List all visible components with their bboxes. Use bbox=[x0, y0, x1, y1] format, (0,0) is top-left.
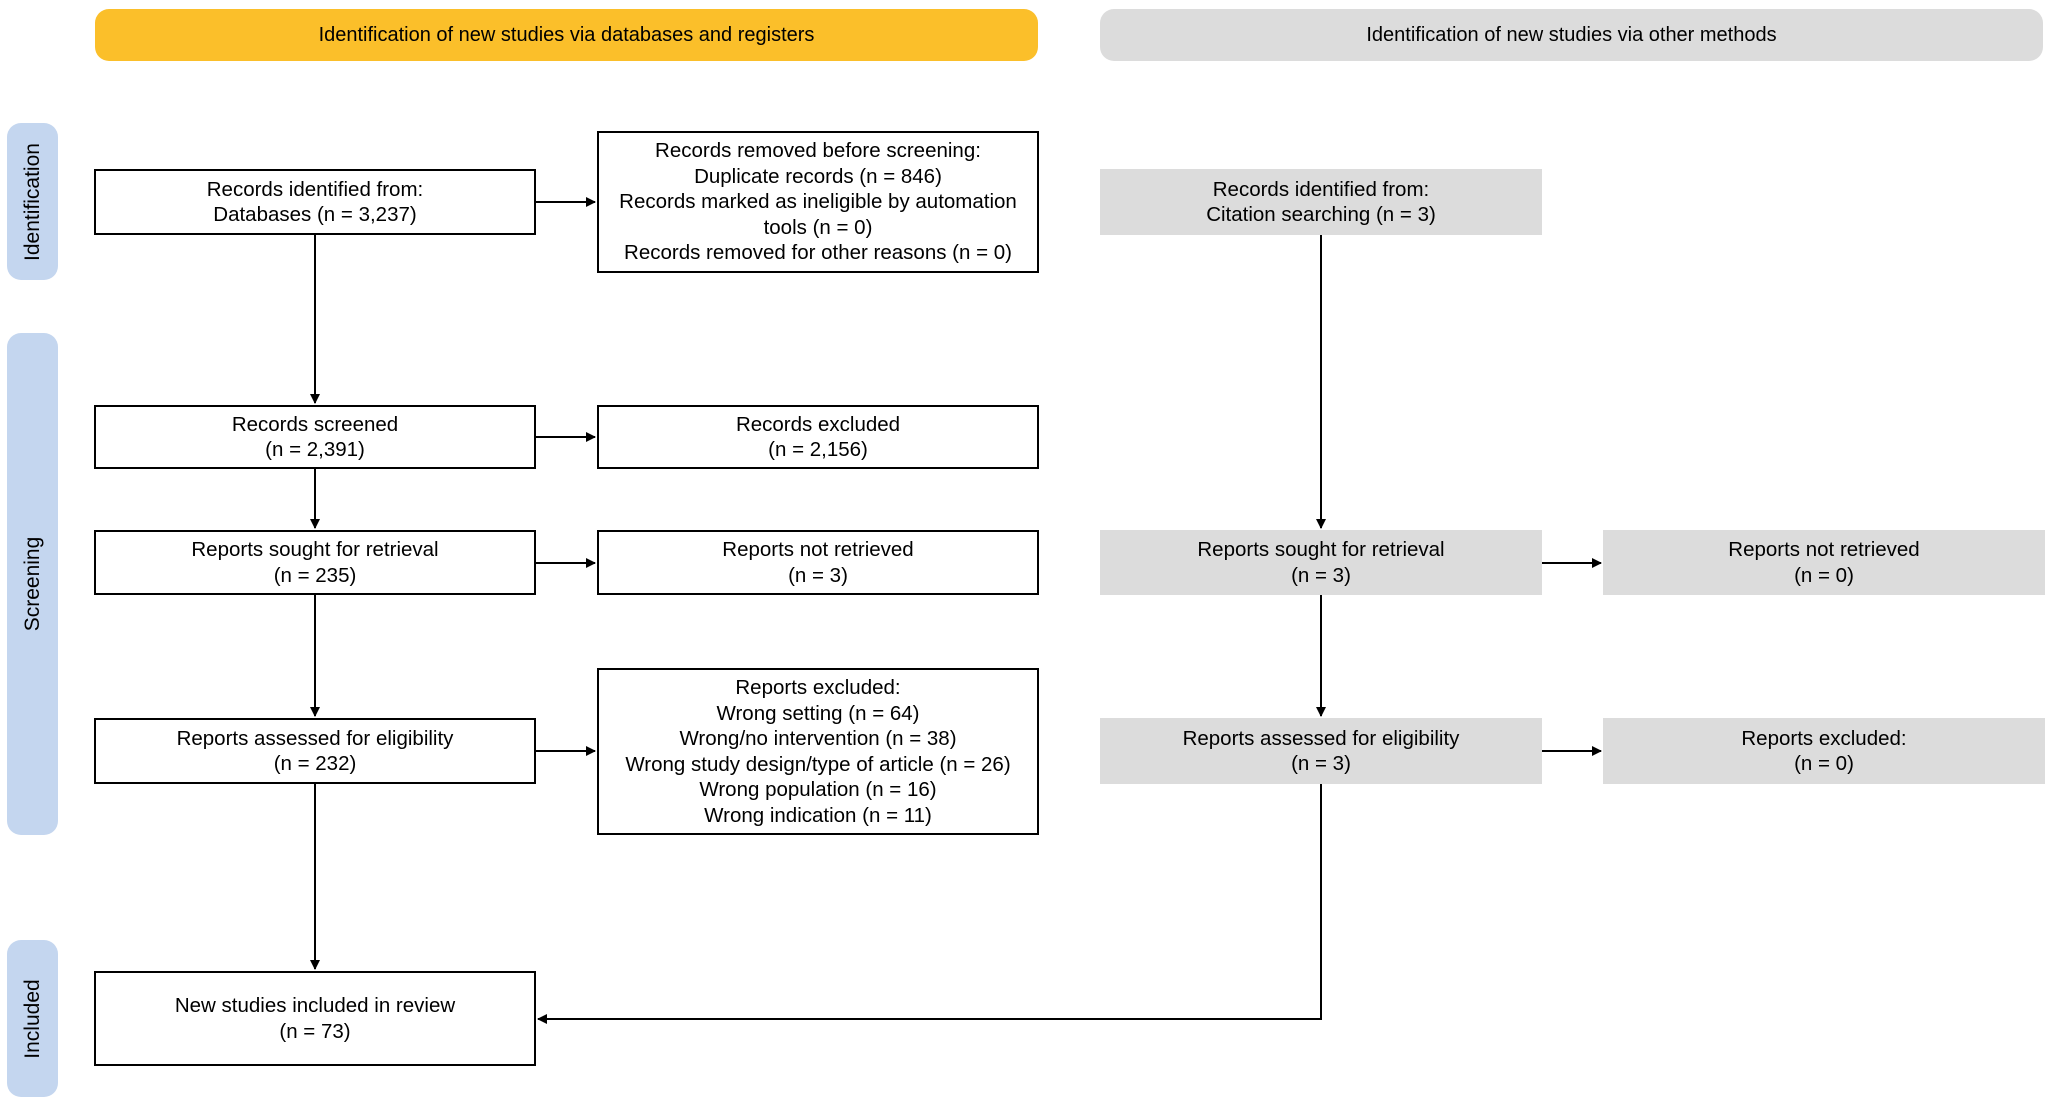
db-records-removed-title: Records removed before screening: bbox=[655, 139, 981, 163]
db-reports-assessed-box: Reports assessed for eligibility (n = 23… bbox=[94, 718, 536, 784]
other-reports-assessed-line2: (n = 3) bbox=[1291, 752, 1351, 775]
phase-screening: Screening bbox=[7, 333, 58, 835]
other-records-identified-line2: Citation searching (n = 3) bbox=[1206, 203, 1436, 226]
other-methods-header-text: Identification of new studies via other … bbox=[1366, 23, 1777, 46]
db-reports-sought-box: Reports sought for retrieval (n = 235) bbox=[94, 530, 536, 595]
db-reports-excluded-box: Reports excluded: Wrong setting (n = 64)… bbox=[597, 668, 1039, 835]
db-reports-not-retrieved-line1: Reports not retrieved bbox=[722, 538, 914, 561]
phase-included: Included bbox=[7, 940, 58, 1097]
db-exclusion-reason: Wrong/no intervention (n = 38) bbox=[679, 727, 957, 750]
other-records-identified-line1: Records identified from: bbox=[1212, 177, 1430, 201]
db-records-excluded-box: Records excluded (n = 2,156) bbox=[597, 405, 1039, 469]
db-exclusion-reason: Wrong population (n = 16) bbox=[699, 778, 937, 801]
db-removed-other-reasons: Records removed for other reasons (n = 0… bbox=[624, 241, 1012, 265]
db-exclusion-reason: Wrong study design/type of article (n = … bbox=[625, 752, 1011, 776]
db-reports-sought-line2: (n = 235) bbox=[273, 563, 357, 587]
other-reports-assessed-box: Reports assessed for eligibility (n = 3) bbox=[1100, 718, 1542, 784]
db-automation-line1: Records marked as ineligible by automati… bbox=[619, 190, 1017, 214]
db-reports-assessed-line1: Reports assessed for eligibility bbox=[176, 726, 454, 750]
db-reports-not-retrieved-line2: (n = 3) bbox=[788, 563, 848, 587]
db-records-screened-line1: Records screened bbox=[231, 412, 399, 436]
other-reports-not-retrieved-line2: (n = 0) bbox=[1794, 563, 1854, 587]
other-methods-header: Identification of new studies via other … bbox=[1100, 9, 2043, 61]
db-reports-sought-line1: Reports sought for retrieval bbox=[191, 538, 439, 561]
db-records-screened-line2: (n = 2,391) bbox=[265, 438, 365, 461]
other-reports-not-retrieved-box: Reports not retrieved (n = 0) bbox=[1603, 530, 2045, 595]
other-reports-sought-box: Reports sought for retrieval (n = 3) bbox=[1100, 530, 1542, 595]
db-records-identified-box: Records identified from: Databases (n = … bbox=[94, 169, 536, 235]
other-reports-sought-line1: Reports sought for retrieval bbox=[1197, 538, 1445, 561]
databases-header: Identification of new studies via databa… bbox=[95, 9, 1038, 61]
db-reports-not-retrieved-box: Reports not retrieved (n = 3) bbox=[597, 530, 1039, 595]
db-records-excluded-line2: (n = 2,156) bbox=[768, 438, 868, 461]
other-reports-sought-line2: (n = 3) bbox=[1291, 563, 1351, 587]
db-exclusion-reason: Wrong indication (n = 11) bbox=[704, 803, 932, 827]
db-records-identified-line2: Databases (n = 3,237) bbox=[213, 203, 417, 226]
other-records-identified-box: Records identified from: Citation search… bbox=[1100, 169, 1542, 235]
studies-included-box: New studies included in review (n = 73) bbox=[94, 971, 536, 1066]
db-records-excluded-line1: Records excluded bbox=[735, 412, 901, 436]
other-reports-excluded-line2: (n = 0) bbox=[1794, 752, 1854, 775]
db-records-screened-box: Records screened (n = 2,391) bbox=[94, 405, 536, 469]
db-records-identified-line1: Records identified from: bbox=[206, 177, 424, 201]
phase-identification: Identification bbox=[7, 123, 58, 280]
other-reports-excluded-line1: Reports excluded: bbox=[1741, 726, 1907, 750]
db-reports-assessed-line2: (n = 232) bbox=[273, 752, 357, 775]
other-reports-assessed-line1: Reports assessed for eligibility bbox=[1182, 726, 1460, 750]
db-records-removed-box: Records removed before screening: Duplic… bbox=[597, 131, 1039, 273]
other-reports-excluded-box: Reports excluded: (n = 0) bbox=[1603, 718, 2045, 784]
other-reports-not-retrieved-line1: Reports not retrieved bbox=[1728, 538, 1920, 561]
studies-included-line1: New studies included in review bbox=[174, 994, 456, 1017]
studies-included-line2: (n = 73) bbox=[279, 1019, 351, 1043]
db-duplicate-records: Duplicate records (n = 846) bbox=[694, 164, 942, 188]
db-reports-excluded-title: Reports excluded: bbox=[735, 676, 901, 699]
db-exclusion-reason: Wrong setting (n = 64) bbox=[716, 701, 920, 725]
db-automation-line2: tools (n = 0) bbox=[763, 215, 873, 239]
databases-header-text: Identification of new studies via databa… bbox=[318, 23, 815, 46]
arrow-other-assessed-to-included bbox=[537, 784, 1322, 1024]
